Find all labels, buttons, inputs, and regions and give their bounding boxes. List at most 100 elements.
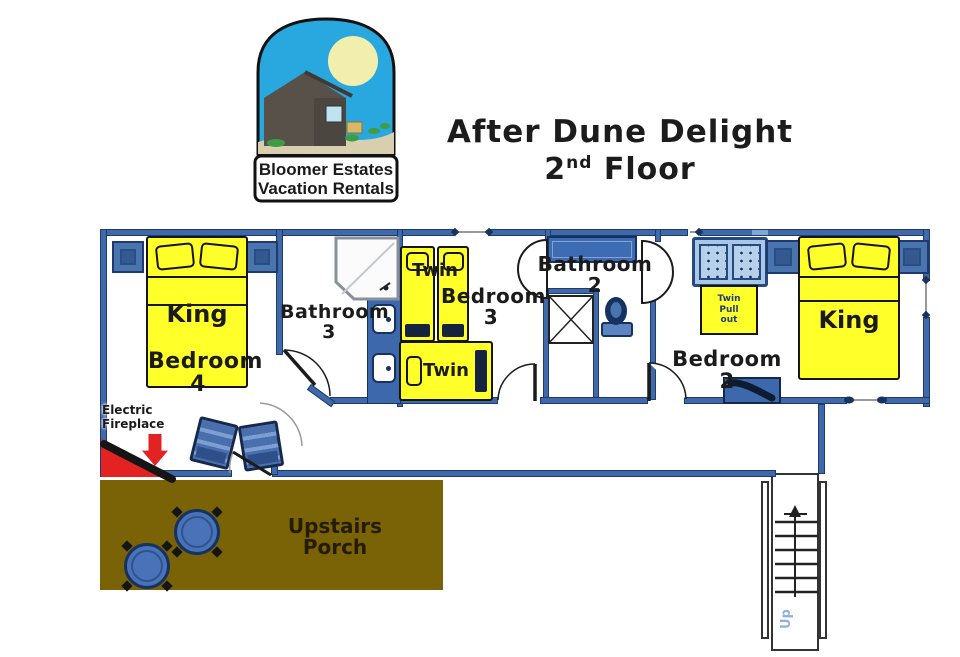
fireplace-label: Electric Fireplace xyxy=(102,403,165,431)
nightstand-top xyxy=(903,248,921,266)
bathroom2-name: Bathroom xyxy=(537,252,653,276)
closet-x xyxy=(548,295,594,344)
grass-tuft xyxy=(368,128,380,134)
page-title: After Dune Delight 2nd Floor xyxy=(440,114,800,187)
bedroom2-label: Bedroom 2 xyxy=(672,347,782,394)
footboard xyxy=(405,324,430,337)
porch-label: Upstairs Porch xyxy=(287,514,383,559)
logo-text-box xyxy=(253,154,399,203)
bedroom3-label: Bedroom 3 xyxy=(441,284,546,329)
nightstand xyxy=(112,241,144,273)
loveseat xyxy=(692,237,768,287)
armchair xyxy=(189,415,239,471)
nightstand-top xyxy=(774,248,792,266)
shower-drain xyxy=(383,285,389,291)
sink xyxy=(372,304,396,334)
footboard xyxy=(442,324,464,337)
twin-bed-bottom: Twin xyxy=(399,341,493,401)
wall-porch-2 xyxy=(272,470,776,477)
grass-tuft xyxy=(345,134,359,142)
twin-pullout-bed: Twin Pull out xyxy=(700,285,758,335)
title-line1: After Dune Delight xyxy=(446,114,794,150)
twin-bed-right xyxy=(437,246,469,342)
table-top xyxy=(181,516,213,548)
shower-glass xyxy=(341,242,395,295)
wall-diagonal-bathroom3 xyxy=(306,384,336,408)
bathroom3-label: Bathroom 3 xyxy=(280,301,390,343)
bathroom2-label: Bathroom 2 xyxy=(535,254,655,296)
title-floor-ordinal: nd xyxy=(566,153,593,173)
wall-bathroom2-bedroom2 xyxy=(650,296,656,400)
armchair-seat xyxy=(247,450,279,467)
stair-rail-right xyxy=(819,481,827,639)
stair-rail-left xyxy=(761,481,769,639)
toilet-tank xyxy=(601,322,633,337)
faucet xyxy=(386,366,391,371)
bed-size-label: King xyxy=(166,300,228,328)
pillow xyxy=(443,252,464,271)
bedroom4-name: Bedroom xyxy=(148,349,263,374)
wall-top-3 xyxy=(700,229,930,236)
bedroom3-name: Bedroom xyxy=(441,284,546,308)
window-top xyxy=(752,230,768,235)
title-line2: 2nd Floor xyxy=(440,152,800,187)
pillow xyxy=(406,252,429,271)
blanket-fold xyxy=(800,300,898,302)
pillow xyxy=(850,242,892,271)
blanket-fold xyxy=(148,276,246,278)
grass-tuft xyxy=(380,123,390,129)
bedroom3-number: 3 xyxy=(483,305,499,329)
bloomer-estates-logo: Bloomer Estates Vacation Rentals xyxy=(253,17,399,203)
closet xyxy=(548,295,594,344)
grass-tuft xyxy=(267,139,285,147)
fireplace-arrow-icon xyxy=(142,434,168,466)
bedroom4-label: Bedroom 4 xyxy=(148,349,263,398)
blanket-fold xyxy=(800,276,898,278)
nightstand-top xyxy=(119,248,137,266)
blanket-fold xyxy=(148,304,246,306)
wall-bedroom4-bathroom3 xyxy=(276,229,283,355)
wall-bottom-2 xyxy=(540,397,648,404)
title-floor-number: 2 xyxy=(544,152,567,187)
twin-label-bottom: Twin xyxy=(423,360,469,381)
pillow xyxy=(198,242,240,271)
door-arc-bedroom3 xyxy=(497,363,536,401)
porch-table xyxy=(121,540,173,592)
porch-table xyxy=(171,506,223,558)
couch-cushion xyxy=(699,244,728,280)
bathtub xyxy=(547,236,637,263)
shower-head xyxy=(379,282,391,291)
bed-size-label: King xyxy=(818,306,880,334)
sink xyxy=(372,353,396,383)
bathtub-inner xyxy=(552,241,632,258)
bathroom3-name: Bathroom xyxy=(280,301,390,323)
bedroom4-number: 4 xyxy=(190,372,206,398)
bathroom3-number: 3 xyxy=(322,320,336,343)
twin-bed-left xyxy=(400,246,435,342)
bathroom3-vanity xyxy=(367,296,401,404)
title-floor-word: Floor xyxy=(603,152,696,187)
wall-closet-right xyxy=(593,288,599,400)
toilet-seat xyxy=(610,302,622,318)
king-bed-bedroom4: King xyxy=(146,236,248,388)
sun-icon xyxy=(328,36,378,86)
couch-cushion xyxy=(732,244,761,280)
logo-line2: Vacation Rentals xyxy=(258,179,394,198)
door-leaf-bathroom3 xyxy=(282,348,317,387)
table-top xyxy=(131,550,163,582)
faucet xyxy=(386,317,391,322)
house-window xyxy=(325,105,343,123)
house-steps xyxy=(346,121,363,134)
footboard xyxy=(475,350,487,392)
wall-stairs-connector xyxy=(818,404,825,474)
pillow xyxy=(154,242,196,271)
pillow xyxy=(806,242,848,271)
closet-x xyxy=(548,295,594,344)
wall-right-2 xyxy=(923,317,930,407)
roof-edge xyxy=(304,70,353,98)
wall-bottom-4 xyxy=(885,397,930,404)
logo-line1: Bloomer Estates xyxy=(259,160,393,179)
nightstand xyxy=(895,240,929,274)
king-bed-bedroom2: King xyxy=(798,236,900,380)
